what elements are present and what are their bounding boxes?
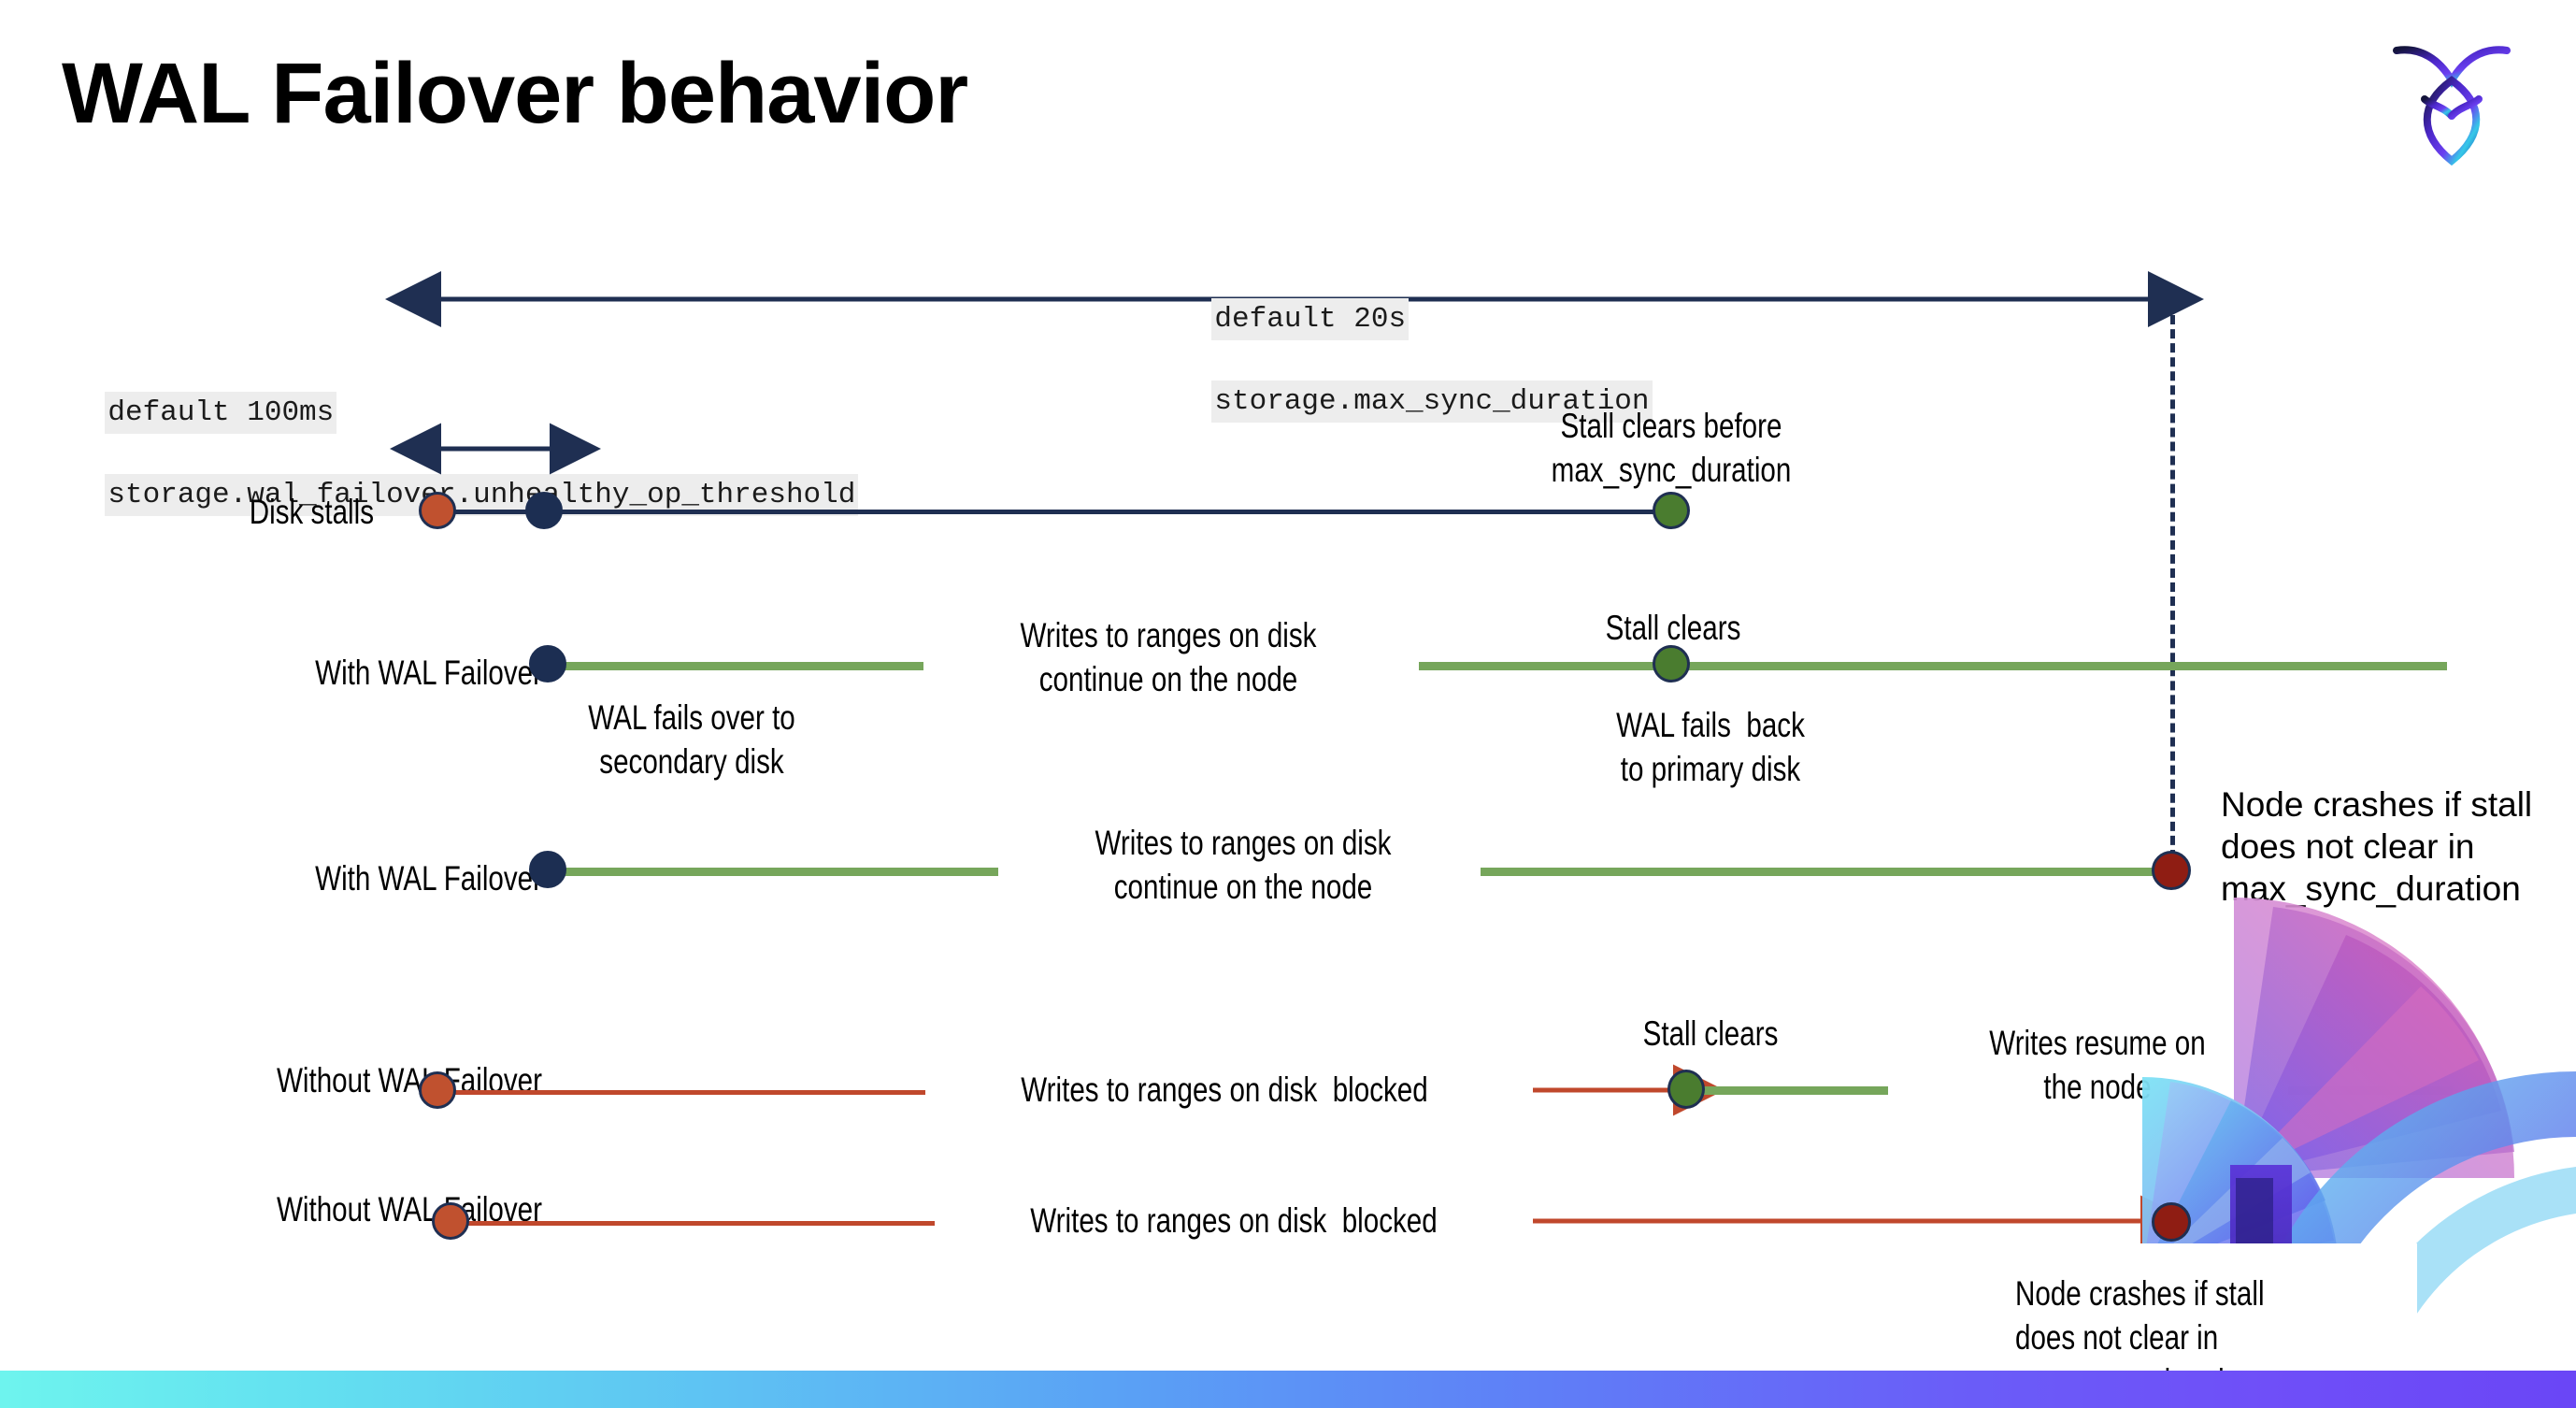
row-label-disk-stalls: Disk stalls — [249, 493, 374, 531]
disk-stalls-clear-callout: Stall clears before max_sync_duration — [1551, 407, 1792, 489]
with-wal-failover-2-mid-note: Writes to ranges on disk continue on the… — [1095, 824, 1392, 906]
without-wal-failover-1-clear-dot — [1667, 1070, 1705, 1109]
without-wal-failover-1-mid-note: Writes to ranges on disk blocked — [1021, 1070, 1428, 1109]
with-wal-failover-1-start-dot — [529, 645, 566, 682]
disk-stalls-timeline — [439, 510, 1673, 514]
with-wal-failover-2-crash-note: Node crashes if stall does not clear in … — [2221, 785, 2533, 908]
with-wal-failover-2-crash-dot — [2152, 851, 2191, 890]
without-wal-failover-2-mid-note: Writes to ranges on disk blocked — [1030, 1201, 1438, 1240]
without-wal-failover-2-arrow — [1533, 1195, 2192, 1247]
unhealthy-op-threshold-annotation: default 100ms storage.wal_failover.unhea… — [36, 352, 859, 556]
without-wal-failover-1-arrow — [1533, 1064, 1724, 1116]
with-wal-failover-2-line-right — [1481, 868, 2180, 876]
with-wal-failover-1-line-left — [550, 662, 923, 670]
without-wal-failover-1-line-left — [439, 1090, 925, 1095]
max-sync-duration-dropline — [2170, 301, 2175, 873]
disk-stalls-start-dot — [419, 492, 456, 529]
disk-stalls-failover-dot — [525, 492, 563, 529]
max-sync-duration-annotation: default 20s storage.max_sync_duration — [1142, 258, 1653, 463]
without-wal-failover-1-start-dot — [419, 1071, 456, 1109]
row-label-with-wal-failover-2: With WAL Failover — [315, 859, 542, 898]
max-sync-default-label: default 20s — [1211, 298, 1410, 340]
unhealthy-op-threshold-span-arrow — [390, 423, 601, 475]
unhealthy-setting-label: storage.wal_failover.unhealthy_op_thresh… — [105, 474, 859, 516]
without-wal-failover-1-resume-note: Writes resume on the node — [1989, 1024, 2206, 1106]
cockroachdb-logo-icon — [2382, 24, 2522, 174]
with-wal-failover-1-start-note: WAL fails over to secondary disk — [588, 698, 795, 781]
without-wal-failover-1-clear-note: Stall clears — [1642, 1014, 1779, 1053]
with-wal-failover-1-line-right — [1419, 662, 2447, 670]
with-wal-failover-2-start-dot — [529, 851, 566, 888]
page-title: WAL Failover behavior — [62, 46, 968, 141]
without-wal-failover-2-line-left — [449, 1221, 935, 1226]
with-wal-failover-1-clear-dot — [1653, 645, 1690, 682]
with-wal-failover-2-line-left — [550, 868, 998, 876]
max-sync-setting-label: storage.max_sync_duration — [1211, 381, 1653, 423]
bottom-gradient-bar — [0, 1371, 2576, 1408]
without-wal-failover-2-start-dot — [432, 1202, 469, 1240]
disk-stalls-clear-dot — [1653, 492, 1690, 529]
with-wal-failover-1-end-note: WAL fails back to primary disk — [1616, 706, 1805, 788]
with-wal-failover-1-clear-note: Stall clears — [1605, 609, 1741, 647]
unhealthy-default-label: default 100ms — [105, 392, 337, 434]
without-wal-failover-2-crash-dot — [2152, 1202, 2191, 1242]
without-wal-failover-1-line-mid — [1701, 1086, 1888, 1095]
with-wal-failover-1-mid-note: Writes to ranges on disk continue on the… — [1020, 616, 1317, 698]
row-label-without-wal-failover-1: Without WAL Failover — [276, 1061, 542, 1099]
row-label-with-wal-failover-1: With WAL Failover — [315, 654, 542, 692]
